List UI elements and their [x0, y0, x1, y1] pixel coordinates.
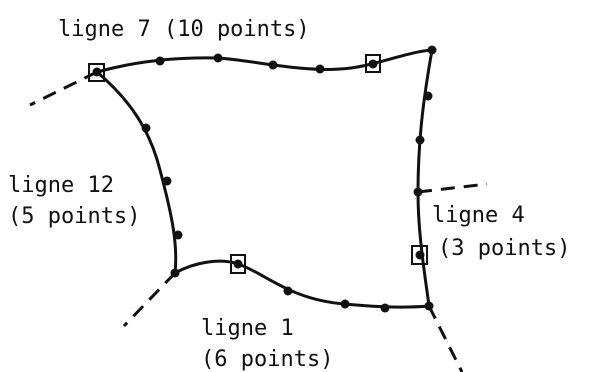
label-ligne-12-name: ligne 12 [8, 173, 114, 198]
label-ligne-7: ligne 7 (10 points) [58, 17, 310, 42]
point [283, 286, 293, 296]
square-markers [88, 54, 428, 274]
dashed-continuations [29, 70, 488, 372]
point [173, 230, 183, 240]
point [413, 187, 423, 197]
boundary-curves [96, 48, 434, 309]
label-ligne-1-name: ligne 1 [201, 316, 294, 341]
point [170, 268, 180, 278]
point [368, 59, 378, 69]
point [315, 64, 325, 74]
point [415, 250, 425, 260]
square-marker [88, 63, 105, 82]
curve-ligne-1 [174, 259, 430, 309]
point [427, 45, 437, 55]
point [92, 67, 102, 77]
label-ligne-12-count: (5 points) [8, 204, 140, 229]
dashed-line-top-left [29, 70, 98, 107]
point [415, 135, 425, 145]
point [213, 53, 223, 63]
curve-ligne-7 [96, 48, 433, 74]
point [155, 56, 165, 66]
square-marker [411, 245, 428, 265]
label-ligne-4-name: ligne 4 [432, 203, 525, 228]
point [380, 303, 390, 313]
point [423, 91, 433, 101]
dashed-line-bottom-left [122, 271, 177, 328]
dashed-line-bottom-right [427, 305, 464, 372]
square-marker [230, 254, 246, 274]
point [340, 299, 350, 309]
point [233, 259, 243, 269]
point [424, 301, 434, 311]
curve-points [92, 45, 437, 313]
point [162, 176, 172, 186]
point [141, 123, 151, 133]
curve-ligne-4 [416, 49, 434, 307]
label-ligne-1-count: (6 points) [201, 347, 333, 372]
point [268, 60, 278, 70]
curve-ligne-12 [96, 70, 178, 274]
square-marker [365, 54, 381, 73]
dashed-line-right [417, 182, 488, 194]
label-ligne-4-count: (3 points) [438, 236, 570, 261]
